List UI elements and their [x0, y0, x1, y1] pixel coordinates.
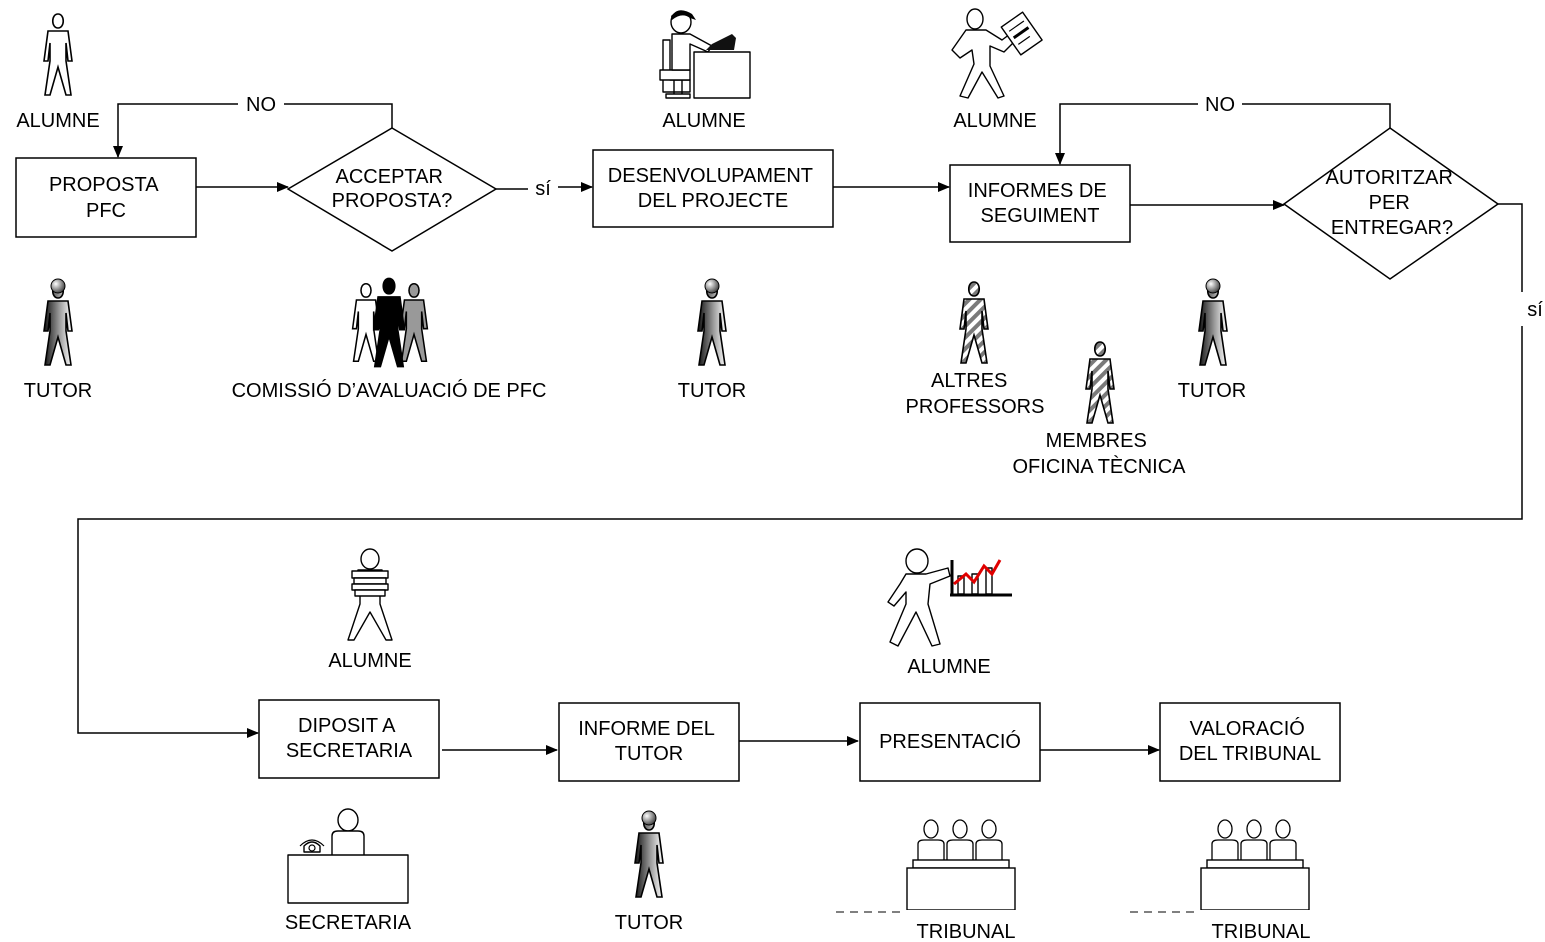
edges: [77, 103, 1523, 755]
node-informe-tutor-line-1: INFORME DEL: [578, 718, 715, 740]
node-acceptar-decision: ACCEPTAR PROPOSTA?: [286, 127, 498, 252]
node-informes-line-2: SEGUIMENT: [981, 205, 1100, 227]
svg-text:AUTORITZAR PER ENT: AUTORITZAR PER ENTREGAR?: [1326, 167, 1459, 239]
node-proposta-line-1: PROPOSTA: [49, 174, 159, 196]
node-informe-tutor: INFORME DEL TUTOR: [558, 702, 740, 782]
node-autoritzar-decision: AUTORITZAR PER ENTREGAR?: [1282, 127, 1500, 280]
node-acceptar-line-2: PROPOSTA?: [332, 190, 453, 212]
node-valoracio-line-2: DEL TRIBUNAL: [1179, 743, 1321, 765]
node-informes-line-1: INFORMES DE: [968, 180, 1107, 202]
svg-text:DESENVOLUPAMENT DEL PROJ: DESENVOLUPAMENT DEL PROJECTE: [608, 165, 818, 212]
actor-label-tutor-4: TUTOR: [615, 912, 684, 934]
edge-no-back-to-informes: [1242, 103, 1391, 128]
actor-label-secretaria: SECRETARIA: [285, 912, 412, 934]
actor-label-membres-oficina-line-2: OFICINA TÈCNICA: [1013, 455, 1187, 478]
edge-autoritzar-si-down: [1498, 203, 1523, 292]
node-desenvolupament: DESENVOLUPAMENT DEL PROJECTE: [592, 149, 834, 228]
actor-label-altres-professors: ALTRES PROFESSORS: [906, 370, 1045, 418]
actor-label-tutor-2: TUTOR: [678, 380, 747, 402]
node-presentacio: PRESENTACIÓ: [859, 702, 1041, 782]
actor-label-alumne-2: ALUMNE: [662, 110, 745, 132]
actor-label-alumne-4: ALUMNE: [328, 650, 411, 672]
edge-no-back-to-informes-2: [1055, 103, 1198, 165]
gradient-person-icon: [1198, 278, 1228, 366]
actor-label-alumne-3: ALUMNE: [953, 110, 1036, 132]
edge-si-to-diposit: [77, 326, 1523, 738]
panel-behind-table-icon: [1130, 819, 1310, 913]
actor-label-tutor-1: TUTOR: [24, 380, 93, 402]
node-autoritzar-line-2: PER: [1369, 192, 1410, 214]
svg-text:ACCEPTAR PROPOSTA?: ACCEPTAR PROPOSTA?: [332, 166, 453, 212]
edge-no-back-to-proposta-2: [113, 103, 238, 158]
actor-label-tribunal-2: TRIBUNAL: [1212, 921, 1311, 942]
node-desenvolupament-line-2: DEL PROJECTE: [638, 190, 788, 212]
svg-text:PRESENTACIÓ: PRESENTACIÓ: [879, 730, 1021, 753]
node-proposta: PROPOSTA PFC: [15, 157, 197, 238]
gradient-person-icon: [43, 278, 73, 366]
standing-person-outline-icon: [43, 13, 73, 96]
node-diposit: DIPOSIT A SECRETARIA: [258, 699, 440, 779]
actor-label-alumne-1: ALUMNE: [16, 110, 99, 132]
node-valoracio: VALORACIÓ DEL TRIBUNAL: [1159, 702, 1341, 782]
node-presentacio-line-1: PRESENTACIÓ: [879, 730, 1021, 753]
actor-label-alumne-5: ALUMNE: [907, 656, 990, 678]
node-autoritzar-line-1: AUTORITZAR: [1326, 167, 1453, 189]
node-diposit-line-2: SECRETARIA: [286, 740, 413, 762]
edge-no-back-to-proposta: [284, 103, 393, 128]
node-autoritzar-line-3: ENTREGAR?: [1331, 217, 1453, 239]
group-of-three-people-icon: [351, 277, 429, 368]
node-informe-tutor-line-2: TUTOR: [615, 743, 684, 765]
edge-label-si-2: sí: [1527, 299, 1543, 321]
node-desenvolupament-line-1: DESENVOLUPAMENT: [608, 165, 813, 187]
svg-text:DIPOSIT A SECRETARIA: DIPOSIT A SECRETARIA: [286, 715, 413, 762]
actor-label-altres-professors-line-1: ALTRES: [931, 370, 1007, 392]
actor-label-tribunal-1: TRIBUNAL: [917, 921, 1016, 942]
svg-text:INFORMES DE SEGUIMENT: INFORMES DE SEGUIMENT: [968, 180, 1112, 227]
actor-label-membres-oficina: MEMBRES OFICINA TÈCNICA: [1013, 430, 1187, 478]
node-diposit-line-1: DIPOSIT A: [298, 715, 396, 737]
node-informes: INFORMES DE SEGUIMENT: [949, 164, 1131, 243]
gradient-person-icon: [697, 278, 727, 366]
receptionist-desk-telephone-icon: [287, 808, 409, 904]
person-at-desk-computer-icon: [659, 10, 751, 99]
panel-behind-table-icon: [836, 819, 1016, 913]
person-holding-document-icon: [951, 8, 1043, 99]
striped-person-icon: [1085, 341, 1115, 424]
actor-label-altres-professors-line-2: PROFESSORS: [906, 396, 1045, 418]
edge-label-si-1: sí: [535, 178, 551, 200]
actor-label-comissio: COMISSIÓ D’AVALUACIÓ DE PFC: [232, 379, 547, 402]
person-presenting-chart-icon: [887, 548, 1012, 647]
actor-label-membres-oficina-line-1: MEMBRES: [1046, 430, 1147, 452]
node-proposta-line-2: PFC: [86, 200, 126, 222]
node-acceptar-line-1: ACCEPTAR: [336, 166, 443, 188]
svg-text:PROPOSTA PFC: PROPOSTA PFC: [49, 174, 163, 222]
svg-text:VALORACIÓ DEL TRIBUNAL: VALORACIÓ DEL TRIBUNAL: [1179, 717, 1321, 765]
edge-label-no-2: NO: [1205, 94, 1235, 116]
actor-label-tutor-3: TUTOR: [1178, 380, 1247, 402]
gradient-person-icon: [634, 810, 664, 898]
svg-text:INFORME DEL TUTOR: INFORME DEL TUTOR: [578, 718, 720, 765]
node-valoracio-line-1: VALORACIÓ: [1190, 717, 1305, 740]
striped-person-icon: [959, 281, 989, 364]
edge-label-no-1: NO: [246, 94, 276, 116]
person-carrying-books-icon: [347, 548, 393, 641]
